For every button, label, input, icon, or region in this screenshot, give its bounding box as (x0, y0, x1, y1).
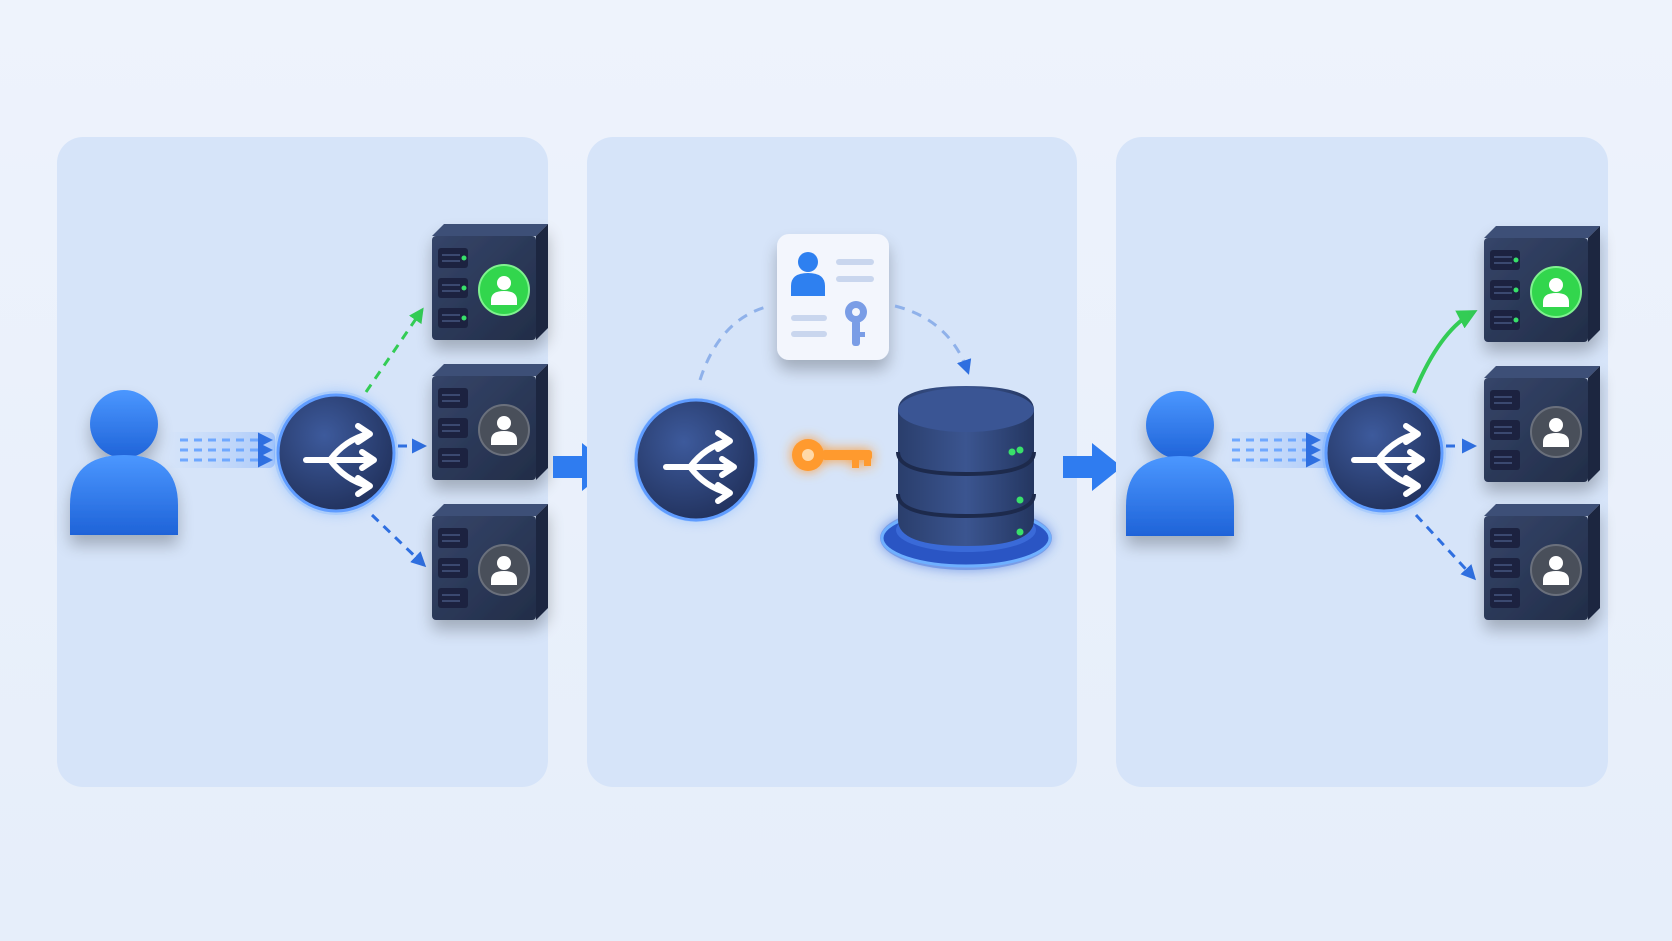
routes (364, 307, 427, 568)
database-icon (880, 386, 1052, 570)
user-icon (70, 390, 178, 535)
request-flow (165, 432, 275, 468)
route-to-server-3 (370, 513, 427, 568)
user-icon (1543, 418, 1569, 447)
server-icon (1484, 226, 1600, 342)
server-icon (1484, 366, 1600, 482)
active-session-badge (478, 264, 530, 316)
panel-background (587, 137, 1077, 787)
server-icon (432, 504, 548, 620)
arrow-right-icon (1063, 443, 1122, 491)
route-to-server-1 (1412, 310, 1478, 394)
load-balancer-icon (1322, 391, 1446, 515)
session-card-icon (777, 234, 889, 360)
active-session-badge (1530, 266, 1582, 318)
user-icon (1126, 391, 1234, 536)
session-key-link (758, 439, 900, 471)
route-to-server-3 (1414, 513, 1477, 581)
server-icon (432, 364, 548, 480)
load-balancer-icon (634, 398, 758, 522)
user-icon (491, 416, 517, 445)
user-icon (1543, 556, 1569, 585)
key-icon (792, 439, 872, 471)
connector-arrow-1 (553, 443, 612, 491)
idle-session-badge (478, 404, 530, 456)
panel-sticky-routing (1116, 137, 1608, 787)
user-icon (1543, 278, 1569, 307)
session-write-arc (894, 304, 972, 375)
user-icon (491, 556, 517, 585)
connector-arrow-2 (1063, 443, 1122, 491)
user-icon (791, 252, 825, 296)
server-icon (432, 224, 548, 340)
routes (1412, 310, 1478, 581)
status-lights (1008, 446, 1024, 536)
idle-session-badge (1530, 406, 1582, 458)
panel-initial-request (57, 137, 548, 787)
arrow-right-icon (553, 443, 612, 491)
server-icon (1484, 504, 1600, 620)
idle-session-badge (1530, 544, 1582, 596)
panel-session-store (587, 137, 1077, 787)
user-icon (491, 276, 517, 305)
key-icon (845, 301, 867, 346)
idle-session-badge (478, 544, 530, 596)
route-to-server-1 (364, 307, 424, 393)
load-balancer-icon (274, 391, 398, 515)
session-lookup-arc (698, 304, 771, 381)
request-flow (1220, 432, 1330, 468)
